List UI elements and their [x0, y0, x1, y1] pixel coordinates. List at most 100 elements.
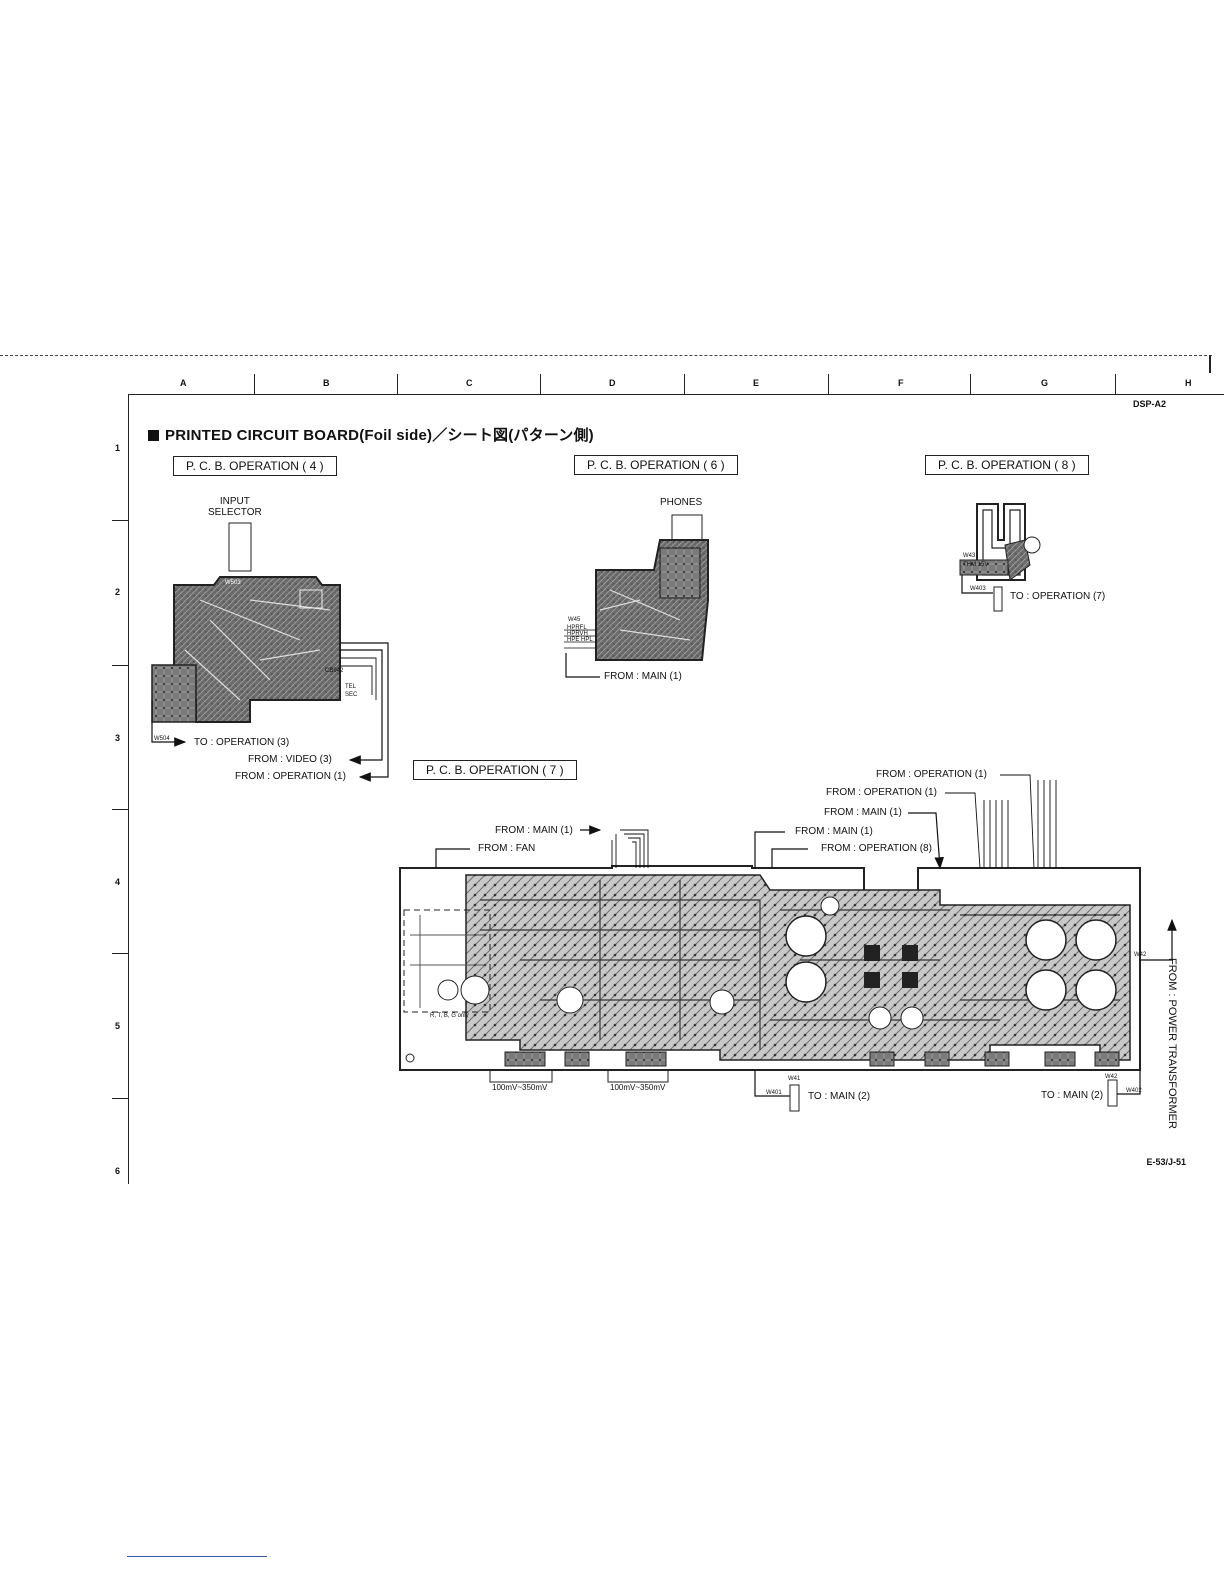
capacitor [556, 986, 584, 1014]
label-to-operation-3: TO : OPERATION (3) [194, 737, 290, 748]
wire-from-video-3 [340, 649, 383, 765]
label-pcb-operation-4: P. C. B. OPERATION ( 4 ) [173, 456, 337, 476]
connector-pad [984, 1051, 1010, 1067]
connector-pad [504, 1051, 546, 1067]
wire-from-main-1-c [908, 812, 945, 870]
connector-w403 [993, 586, 1003, 612]
label-op8-pins: THM 15V [963, 562, 989, 568]
connector-pad [959, 559, 1009, 576]
label-from-operation-1-a: FROM : OPERATION (1) [876, 769, 987, 780]
column-label-f: F [898, 378, 904, 388]
capacitor [709, 989, 735, 1015]
wire-to-main-2-b [1117, 1070, 1141, 1095]
row-label-5: 5 [115, 1021, 121, 1031]
ic-package [864, 972, 880, 988]
connector-pad [1044, 1051, 1076, 1067]
row-divider [112, 1098, 128, 1099]
label-w41: W41 [788, 1076, 801, 1082]
row-label-6: 6 [115, 1166, 121, 1176]
column-divider [1115, 374, 1116, 394]
connector-pad [299, 589, 323, 609]
page-number: E-53/J-51 [1146, 1157, 1186, 1167]
model-number: DSP-A2 [1132, 399, 1166, 409]
wire-from-operation-1-b [945, 792, 1009, 869]
capacitor [1025, 969, 1067, 1011]
capacitor [1025, 919, 1067, 961]
column-label-e: E [753, 378, 760, 388]
label-from-operation-8: FROM : OPERATION (8) [821, 843, 932, 854]
pcb-operation-4 [151, 522, 389, 782]
wire-from-operation-8 [771, 848, 808, 868]
wire-bundle [340, 657, 377, 700]
column-label-a: A [180, 378, 187, 388]
label-pcb-operation-8: P. C. B. OPERATION ( 8 ) [925, 455, 1089, 475]
connector-pad [1094, 1051, 1120, 1067]
wire-from-power-transformer [1140, 918, 1177, 961]
board-outline [173, 576, 341, 723]
label-from-main-1-op6: FROM : MAIN (1) [604, 671, 682, 682]
label-pin-sec: SEC [345, 692, 358, 698]
row-divider [112, 665, 128, 666]
pcb-operation-8 [959, 503, 1041, 612]
label-from-video-3: FROM : VIDEO (3) [248, 754, 332, 765]
foil-traces [410, 915, 486, 1008]
column-divider [540, 374, 541, 394]
label-to-main-2-a: TO : MAIN (2) [808, 1091, 871, 1102]
led-ring [1023, 536, 1041, 554]
capacitor [460, 975, 490, 1005]
column-label-b: B [323, 378, 330, 388]
label-from-fan: FROM : FAN [478, 843, 536, 854]
label-from-main-1-c: FROM : MAIN (1) [824, 807, 902, 818]
wire-from-main-1-b [754, 831, 785, 868]
frame-right-corner [1209, 355, 1211, 373]
pin-leads [564, 629, 596, 649]
row-divider [112, 520, 128, 521]
wire-to-operation-3 [151, 700, 187, 747]
label-range-2: 100mV~350mV [610, 1083, 666, 1092]
wire-from-operation-1 [340, 642, 389, 782]
capacitor [1075, 919, 1117, 961]
label-to-main-2-b: TO : MAIN (2) [1041, 1090, 1104, 1101]
bullet-square-icon [148, 430, 159, 441]
capacitor [785, 961, 827, 1003]
label-pin-tel: TEL [345, 684, 357, 690]
label-from-power-transformer: FROM : POWER TRANSFORMER [1166, 958, 1178, 1129]
row-label-1: 1 [115, 443, 121, 453]
pcb-operation-6 [564, 514, 709, 678]
capacitor [820, 896, 840, 916]
label-from-main-1-b: FROM : MAIN (1) [795, 826, 873, 837]
label-w504: W504 [154, 736, 170, 742]
label-pcb-operation-7: P. C. B. OPERATION ( 7 ) [413, 760, 577, 780]
column-label-c: C [466, 378, 473, 388]
label-cb942: CB942 [325, 668, 344, 674]
label-w503: W503 [225, 580, 241, 586]
row-divider [112, 953, 128, 954]
range-bracket [607, 1070, 669, 1083]
frame-top-border [0, 355, 1212, 357]
connector-w402 [1107, 1079, 1118, 1107]
label-pcb-operation-6: P. C. B. OPERATION ( 6 ) [574, 455, 738, 475]
column-divider [254, 374, 255, 394]
page-title: PRINTED CIRCUIT BOARD(Foil side)／シート図(パタ… [148, 424, 594, 445]
label-w402: W402 [1126, 1088, 1142, 1094]
label-op6-pins: HPRFL HPRVH HPE HPL [567, 625, 593, 643]
label-w42b: W42 [1134, 952, 1147, 958]
label-range-1: 100mV~350mV [492, 1083, 548, 1092]
foil-traces [184, 599, 331, 701]
connector-pad [869, 1051, 895, 1067]
row-label-3: 3 [115, 733, 121, 743]
foil-traces [599, 589, 691, 641]
input-selector-shaft [228, 522, 252, 572]
row-label-2: 2 [115, 587, 121, 597]
column-divider [970, 374, 971, 394]
ic-package [902, 945, 918, 961]
column-label-g: G [1041, 378, 1049, 388]
label-w401: W401 [766, 1090, 782, 1096]
ic-package [864, 945, 880, 961]
label-from-operation-1: FROM : OPERATION (1) [235, 771, 346, 782]
row-label-4: 4 [115, 877, 121, 887]
wire-from-operation-1-a [1000, 774, 1057, 869]
label-from-operation-1-b: FROM : OPERATION (1) [826, 787, 937, 798]
column-label-d: D [609, 378, 616, 388]
